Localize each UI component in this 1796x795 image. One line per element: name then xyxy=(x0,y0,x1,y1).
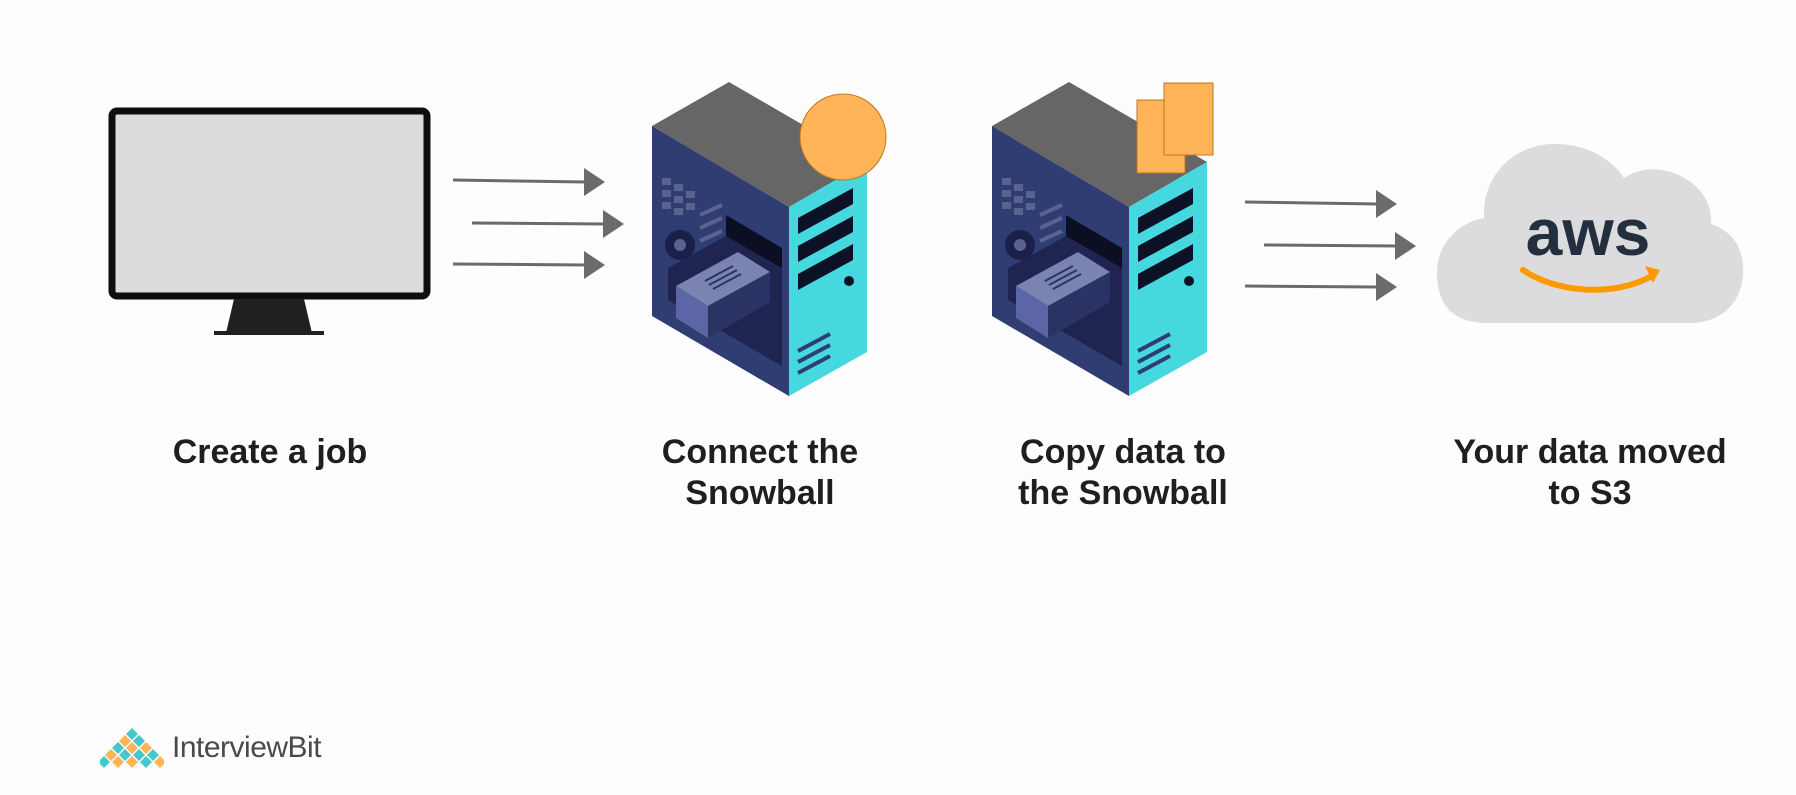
snowball-copy-icon xyxy=(990,80,1214,398)
monitor-icon xyxy=(108,107,431,335)
arrow-group-2 xyxy=(1243,188,1418,303)
cloud-icon: aws xyxy=(1437,144,1744,323)
brand-name: InterviewBit xyxy=(172,731,322,764)
brand-logo: InterviewBit xyxy=(100,726,322,770)
snowball-device-icon xyxy=(650,80,887,398)
aws-logo-text: aws xyxy=(1526,195,1651,269)
arrow-group-1 xyxy=(451,166,626,281)
aws-smile-icon xyxy=(1520,267,1655,293)
interviewbit-logo-icon xyxy=(100,728,164,768)
